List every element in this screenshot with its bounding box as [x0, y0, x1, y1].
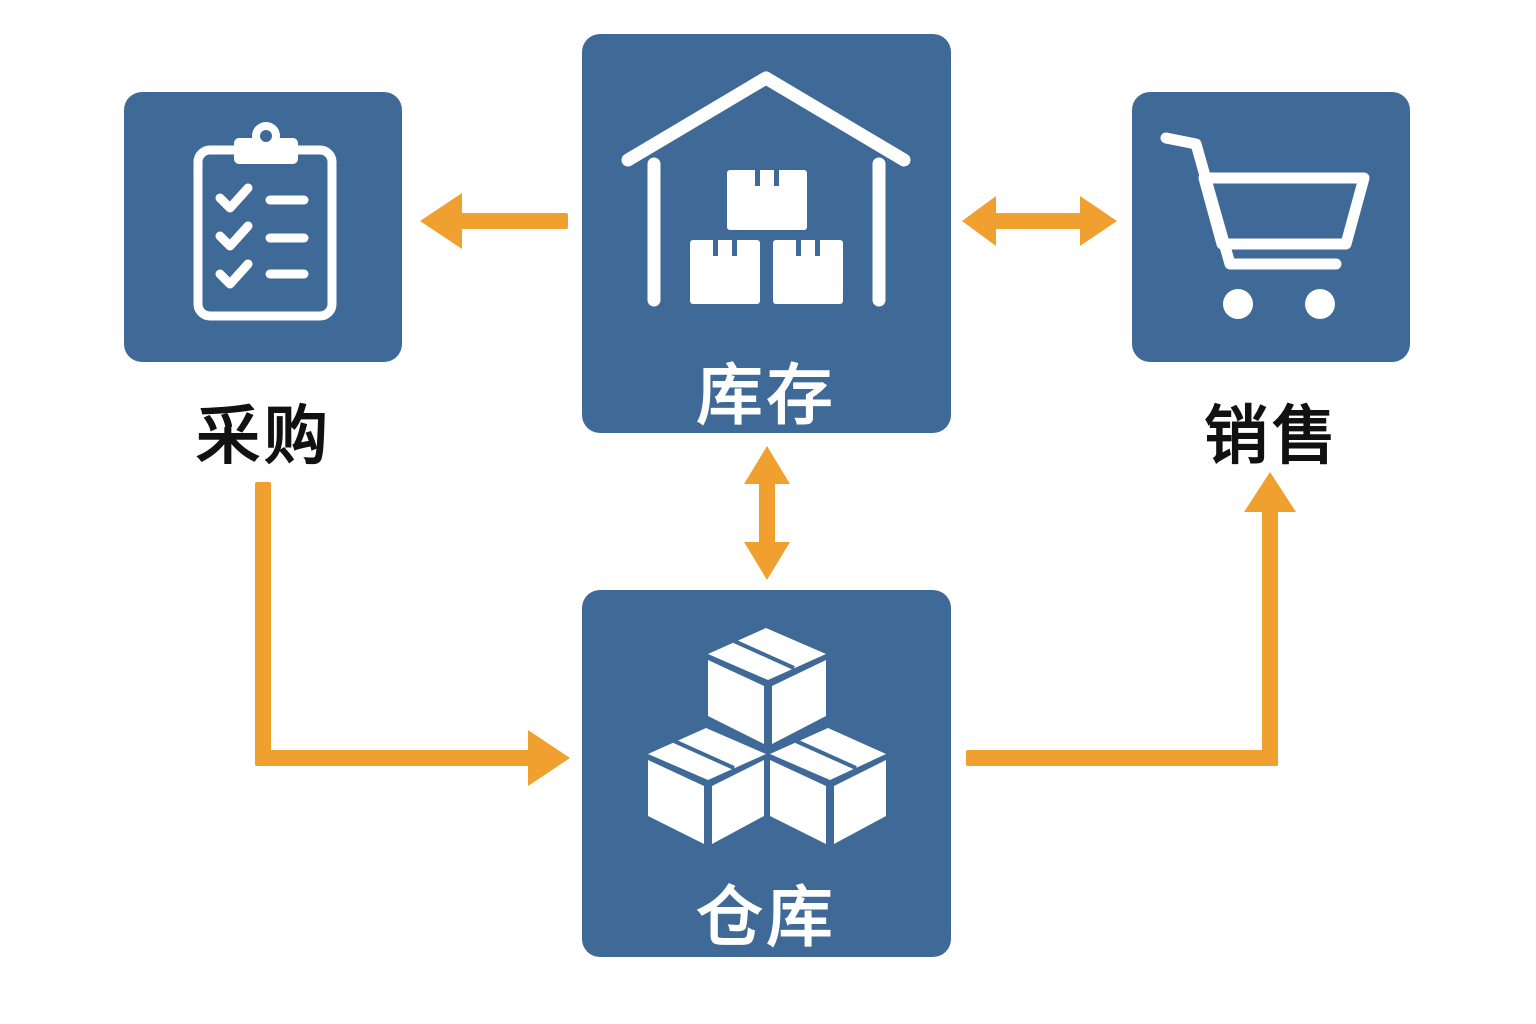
inventory-label: 库存 — [696, 357, 837, 434]
warehouse-label: 仓库 — [696, 879, 837, 956]
arrow-inventory-sales — [962, 196, 1117, 246]
warehouse-tile[interactable]: 仓库 — [582, 590, 951, 957]
clipboard-checklist-icon — [193, 122, 337, 321]
shopping-cart-icon — [1160, 132, 1370, 319]
inventory-tile[interactable]: 库存 — [582, 34, 951, 434]
warehouse-building-icon — [621, 71, 911, 307]
purchase-label: 采购 — [196, 400, 332, 474]
arrow-inventory-warehouse — [744, 446, 790, 580]
arrow-purchase-to-warehouse — [255, 482, 570, 786]
arrow-inventory-to-purchase — [420, 193, 568, 249]
sales-label: 销售 — [1204, 400, 1340, 474]
purchase-tile[interactable] — [124, 92, 402, 362]
sales-tile[interactable] — [1132, 92, 1410, 362]
stacked-boxes-icon — [648, 628, 886, 844]
arrow-warehouse-to-sales — [966, 472, 1296, 766]
